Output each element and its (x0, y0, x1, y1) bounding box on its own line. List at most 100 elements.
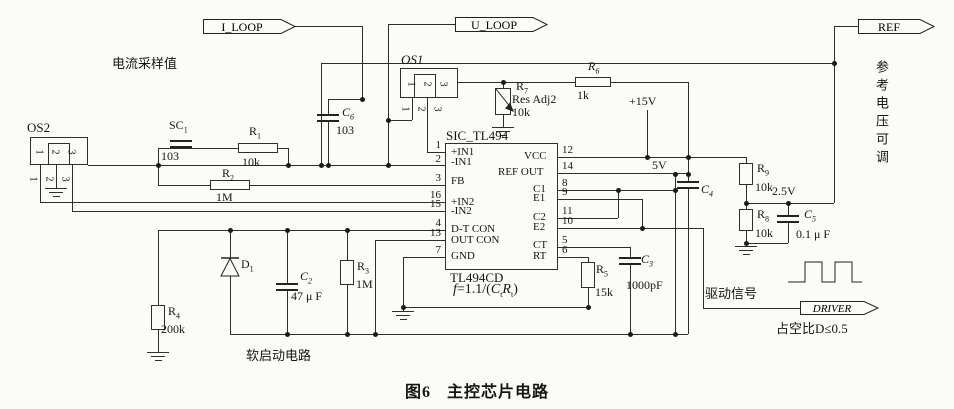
chip-pin-name: +IN1 (451, 146, 475, 158)
chip-pin-name: OUT CON (451, 234, 500, 246)
junction-dot (645, 155, 650, 160)
junction-dot (744, 241, 749, 246)
connector-os2-inner (48, 143, 70, 165)
capacitor-c5-plate (777, 215, 799, 217)
node-2v5: 2.5V (772, 184, 796, 198)
chip-pin-name: E2 (533, 221, 546, 233)
wire (287, 230, 288, 283)
label-r5: R5 (596, 262, 609, 279)
wire (503, 115, 504, 127)
capacitor-c4-plate (677, 181, 699, 183)
wire (611, 82, 688, 83)
ground-icon (53, 196, 60, 197)
value-r6: 1k (577, 88, 589, 102)
type-r7: Res Adj2 (512, 92, 557, 106)
wire (558, 257, 588, 258)
junction-dot (373, 332, 378, 337)
resistor-r8-body (739, 209, 753, 231)
ground-icon (500, 135, 507, 136)
wire (675, 174, 676, 334)
value-c3: 1000pF (626, 278, 663, 292)
junction-dot (673, 172, 678, 177)
value-r9: 10k (755, 180, 773, 194)
label-r3: R3 (357, 259, 370, 276)
label-r6: R6 (588, 59, 600, 76)
label-c4: C4 (701, 182, 714, 199)
wire (746, 243, 788, 244)
wire (630, 247, 631, 257)
net-flag-ref: REF (858, 19, 936, 34)
wire (558, 228, 703, 229)
chip-pin-name: VCC (524, 150, 547, 162)
capacitor-sc1-plate (170, 146, 192, 148)
wire (834, 26, 858, 27)
wire (558, 157, 746, 158)
chip-pin-name: D-T CON (451, 223, 496, 235)
junction-dot (401, 305, 406, 310)
wire (558, 218, 618, 219)
value-sc1: 103 (161, 149, 179, 163)
wire (362, 26, 363, 99)
os1-pin-number: 1 (405, 81, 417, 87)
capacitor-sc1-plate (170, 140, 192, 142)
label-c3: C3 (641, 252, 654, 269)
wire (158, 185, 445, 186)
chip-pin-name: E1 (533, 192, 546, 204)
svg-text:DRIVER: DRIVER (812, 303, 852, 315)
wire (642, 199, 643, 228)
value-c5: 0.1 μ F (796, 227, 831, 241)
diode-d1-icon (220, 257, 240, 277)
junction-dot (386, 163, 391, 168)
chip-designator: SIC_TL494 (446, 128, 509, 143)
net-flag-driver: DRIVER (800, 301, 880, 315)
square-wave-icon (788, 261, 862, 283)
wire (347, 230, 348, 260)
wire (88, 165, 445, 166)
ground-icon (492, 127, 514, 128)
wire (328, 99, 362, 100)
chip-pin-name: CT (533, 239, 548, 251)
os1-pin-number: 1 (399, 106, 411, 112)
resistor-r1-body (238, 143, 278, 153)
chip-pin-number: 5 (562, 234, 568, 246)
ground-icon (739, 250, 753, 251)
chip-pin-number: 1 (435, 139, 442, 151)
chip-pin-number: 4 (435, 217, 442, 229)
wire (688, 187, 689, 334)
wire (558, 173, 688, 174)
resistor-r6-body (575, 77, 611, 87)
label-r2: R2 (222, 166, 235, 183)
junction-dot (616, 188, 621, 193)
capacitor-c2-plate (276, 283, 298, 285)
ground-icon (147, 352, 169, 353)
wire (703, 308, 800, 309)
net-flag-u-loop: U_LOOP (455, 17, 549, 32)
chip-pin-name: +IN2 (451, 196, 475, 208)
chip-pin-number: 8 (562, 177, 568, 189)
chip-pin-number: 16 (430, 189, 441, 201)
value-c2: 47 μ F (291, 289, 323, 303)
os2-pin-number: 1 (27, 176, 39, 182)
chip-part-number: TL494CD (450, 270, 504, 285)
wire (703, 228, 704, 308)
junction-dot (640, 226, 645, 231)
label-r8: R8 (757, 207, 770, 224)
junction-dot (345, 332, 350, 337)
supply-5v: 5V (652, 158, 667, 172)
ground-icon (155, 360, 162, 361)
chip-body (445, 143, 558, 270)
wire (56, 165, 57, 188)
junction-dot (285, 228, 290, 233)
chip-pin-number: 9 (562, 186, 568, 198)
wire (503, 82, 504, 88)
wire (40, 165, 41, 202)
wire (746, 157, 747, 163)
junction-dot (628, 332, 633, 337)
wire (588, 288, 589, 307)
svg-text:REF: REF (878, 20, 900, 34)
wire (158, 230, 159, 305)
os2-pin-number: 2 (43, 176, 55, 182)
annotation-duty-cycle: 占空比D≤0.5 (776, 321, 848, 336)
chip-pin-number: 15 (430, 198, 441, 210)
